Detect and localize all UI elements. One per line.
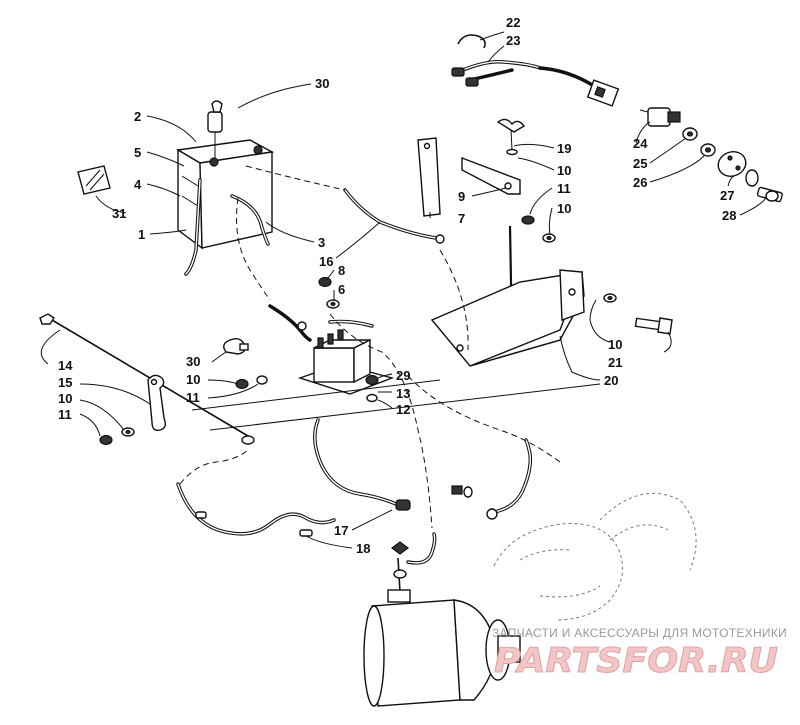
knob-28 (756, 186, 783, 203)
terminal-cap-30 (223, 337, 249, 355)
routing-line-1 (236, 197, 271, 301)
callout-11-a: 11 (557, 181, 571, 196)
strap-7 (417, 137, 441, 217)
callout-15: 15 (58, 375, 72, 390)
callout-10-d: 10 (58, 391, 72, 406)
wire-18 (176, 482, 336, 537)
callout-10-e: 10 (186, 372, 200, 387)
callout-19: 19 (557, 141, 571, 156)
callout-1: 1 (138, 227, 145, 242)
callout-18: 18 (356, 541, 370, 556)
routing-line-6 (245, 165, 346, 191)
callout-3: 3 (318, 235, 325, 250)
battery-strap (184, 178, 202, 276)
bracket-15 (147, 374, 167, 432)
callout-23: 23 (506, 33, 520, 48)
callout-22: 22 (506, 15, 520, 30)
ground-bolt (451, 485, 473, 498)
ground-wire (486, 438, 533, 520)
callout-29: 29 (396, 368, 410, 383)
watermark-logo: PARTSFOR.RU (494, 641, 778, 681)
routing-line-2 (329, 313, 433, 529)
callout-12: 12 (396, 402, 410, 417)
callout-25: 25 (633, 156, 647, 171)
battery (175, 100, 275, 250)
nut-25 (682, 127, 698, 141)
callout-20: 20 (604, 373, 618, 388)
nut-11-top (521, 215, 535, 225)
callout-7: 7 (458, 211, 465, 226)
switch-24 (639, 107, 681, 127)
watermark-caption: ЗАПЧАСТИ И АКСЕССУАРЫ ДЛЯ МОТОТЕХНИКИ (492, 626, 787, 640)
routing-line-3 (439, 249, 469, 351)
nut-8 (318, 276, 332, 288)
washer-6 (326, 299, 340, 309)
starter-motor (363, 541, 521, 707)
callout-labels: 30 2 5 4 31 1 3 16 7 9 19 10 11 10 22 23… (58, 15, 736, 556)
callout-4: 4 (134, 177, 142, 192)
starter-cable (406, 532, 437, 565)
nut-11-left (99, 434, 113, 446)
nut-13 (365, 374, 379, 386)
washer-10-right (603, 293, 617, 303)
frame-line (191, 379, 441, 411)
bracket-9 (461, 156, 521, 195)
watermark: ЗАПЧАСТИ И АКСЕССУАРЫ ДЛЯ МОТОТЕХНИКИ PA… (492, 626, 787, 682)
solenoid (313, 329, 371, 384)
washer-10-left (121, 427, 135, 437)
callout-9: 9 (458, 189, 465, 204)
battery-cable-positive (230, 194, 270, 246)
callout-26: 26 (633, 175, 647, 190)
callout-2: 2 (134, 109, 141, 124)
callout-27: 27 (720, 188, 734, 203)
wire-17 (313, 418, 411, 511)
callout-14: 14 (58, 358, 73, 373)
nut-11-mid (235, 378, 249, 390)
callout-16: 16 (319, 254, 333, 269)
callout-30-top: 30 (315, 76, 329, 91)
washer-12 (366, 393, 378, 403)
solenoid-cable (268, 304, 374, 342)
callout-10-c: 10 (608, 337, 622, 352)
clamp-22 (457, 34, 486, 49)
callout-17: 17 (334, 523, 348, 538)
callout-24: 24 (633, 136, 648, 151)
routing-line-4 (179, 449, 249, 485)
washer-26 (700, 143, 716, 157)
callout-10-b: 10 (557, 201, 571, 216)
callout-10-a: 10 (557, 163, 571, 178)
engine-outline (493, 492, 697, 621)
plate-27 (717, 151, 759, 187)
callout-11-b: 11 (58, 407, 72, 422)
callout-8: 8 (338, 263, 345, 278)
leader-lines (40, 31, 767, 549)
callout-30-mid: 30 (186, 354, 200, 369)
frame-line-2 (209, 383, 601, 431)
routing-line-5 (407, 375, 561, 463)
decal (77, 165, 111, 195)
washer-10-mid (256, 375, 268, 385)
wiring-harness (451, 59, 620, 107)
callout-28: 28 (722, 208, 736, 223)
bolt-21 (634, 317, 673, 335)
callout-11-c: 11 (186, 390, 200, 405)
callout-6: 6 (338, 282, 345, 297)
callout-13: 13 (396, 386, 410, 401)
battery-tray (430, 269, 585, 367)
ground-terminal (241, 435, 255, 445)
washer-10-top (542, 233, 556, 243)
wing-bolt (496, 118, 526, 156)
callout-21: 21 (608, 355, 622, 370)
callout-5: 5 (134, 145, 141, 160)
callout-31: 31 (112, 206, 126, 221)
